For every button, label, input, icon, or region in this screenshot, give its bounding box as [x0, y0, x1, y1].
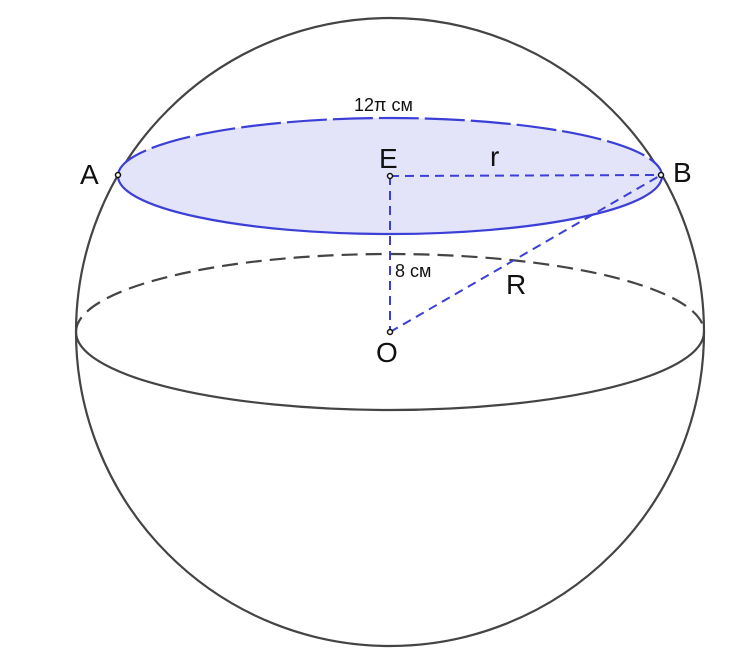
label-O: O [376, 337, 398, 368]
point-E [386, 172, 394, 180]
label-A: A [80, 159, 99, 190]
label-distance: 8 см [395, 261, 431, 281]
equator-back-dashed [74, 252, 706, 333]
point-A [114, 171, 122, 179]
equator-front [74, 331, 706, 412]
label-circumference: 12π см [354, 95, 413, 115]
label-r: r [490, 141, 499, 172]
label-B: B [673, 157, 692, 188]
radius-r-line [389, 174, 662, 177]
point-O [386, 328, 394, 336]
cross-section-back-dashed [116, 116, 664, 177]
radius-R-line [389, 174, 662, 333]
label-R: R [506, 269, 526, 300]
cross-section-front [116, 175, 664, 236]
point-B [657, 171, 665, 179]
label-E: E [379, 143, 398, 174]
